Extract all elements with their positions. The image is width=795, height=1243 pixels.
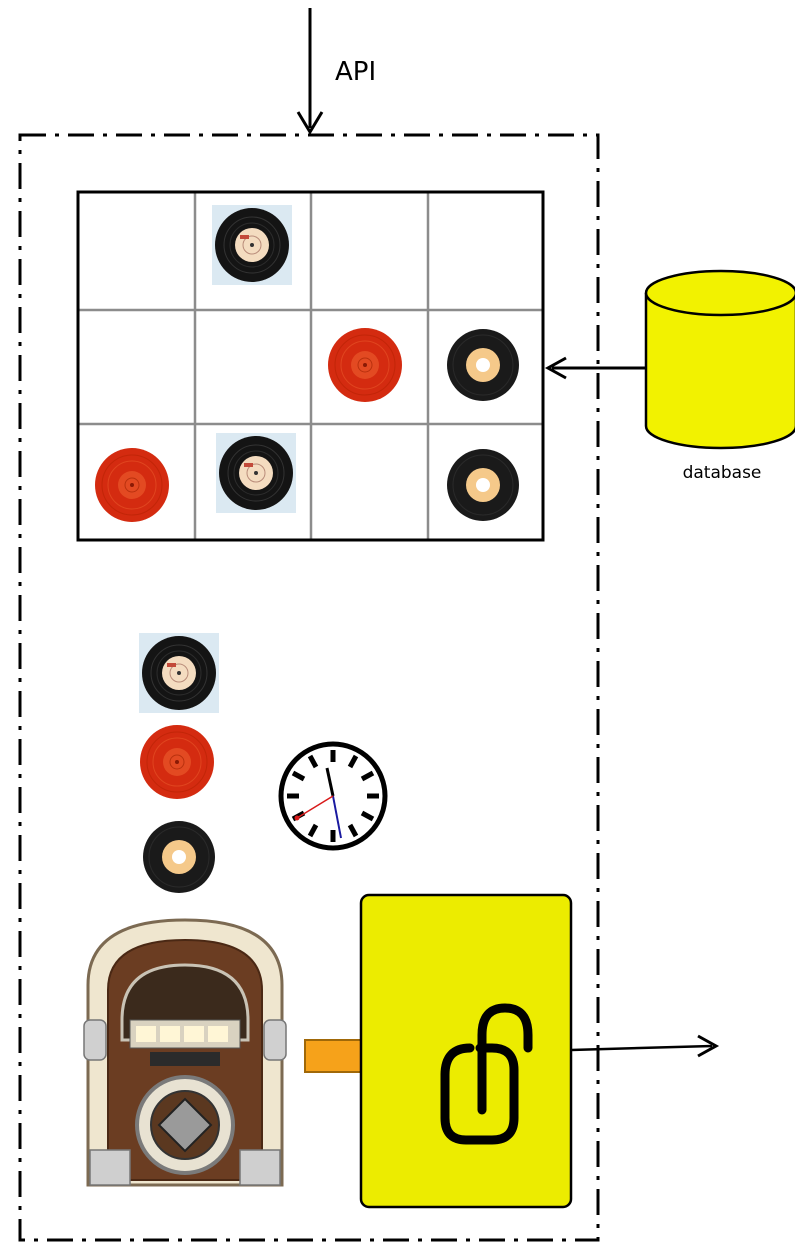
jukebox-icon (84, 920, 286, 1185)
grid-record-red (95, 448, 169, 522)
queue-record-red (140, 725, 214, 799)
grid-record-black (212, 205, 292, 285)
clock-icon (281, 744, 385, 848)
api-arrow (298, 8, 322, 132)
grid-record-red (328, 328, 402, 402)
queue-record-black (139, 633, 219, 713)
database-cylinder-icon (646, 271, 795, 448)
api-label: API (335, 57, 376, 87)
grid-record-gold (447, 449, 519, 521)
output-arrow (571, 1036, 716, 1056)
database-label: database (683, 463, 762, 483)
grid-record-gold (447, 329, 519, 401)
queue-record-gold (143, 821, 215, 893)
grid-record-black (216, 433, 296, 513)
